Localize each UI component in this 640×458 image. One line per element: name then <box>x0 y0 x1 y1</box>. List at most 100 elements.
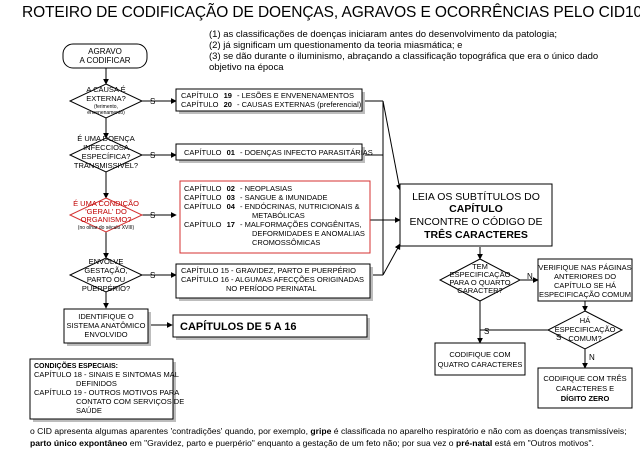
special-heading: CONDIÇÕES ESPECIAIS: <box>34 361 118 370</box>
box1-chapter-text-1: - LESÕES E ENVENENAMENTOS <box>237 91 354 100</box>
box-verify-previous-pages: VERIFIQUE NAS PÁGINAS ANTERIORES DO CAPÍ… <box>537 258 633 302</box>
box1-row-1: CAPÍTULO 19 - LESÕES E ENVENENAMENTOS <box>181 91 354 100</box>
box-special-conditions: CONDIÇÕES ESPECIAIS: CAPÍTULO 18 - SINAI… <box>29 358 184 422</box>
decision-general-condition: É UMA CONDIÇÃO 'GERAL' DO ORGANISMO? (no… <box>68 197 155 233</box>
note-line-4: objetivo na época <box>209 62 284 73</box>
chapters-5-16-label: CAPÍTULOS DE 5 A 16 <box>180 320 297 333</box>
d6-no-label: N <box>589 353 595 362</box>
box3-row-7: CROMOSSÔMICAS <box>252 238 320 247</box>
box3-row-2: CAPÍTULO 03 - SANGUE & IMUNIDADE <box>184 193 328 202</box>
box-chapters-5-16: CAPÍTULOS DE 5 A 16 <box>172 314 370 340</box>
code4-line-2: QUATRO CARACTERES <box>438 360 523 369</box>
d6-line-1: HÁ <box>580 316 590 325</box>
box3-chapter-text-3: - ENDÓCRINAS, NUTRICIONAIS & <box>240 202 360 211</box>
box1-chapter-number-2: 20 <box>224 100 232 109</box>
box3-row-1: CAPÍTULO 02 - NEOPLASIAS <box>184 184 292 193</box>
note-line-1: (1) as classificações de doenças iniciar… <box>209 29 558 40</box>
verify-line-4: ESPECIFICAÇÃO COMUM <box>539 290 631 299</box>
code3-line-2: CARACTERES E <box>556 384 614 393</box>
box-infectious: CAPÍTULO 01 - DOENÇAS INFECTO PARASITÁRI… <box>175 143 373 163</box>
d3-line-2: 'GERAL' DO <box>85 207 127 216</box>
main-line-2: CAPÍTULO <box>449 202 503 215</box>
d4-line-1: ENVOLVE <box>89 257 124 266</box>
d3-line-3: ORGANISMO? <box>81 215 132 224</box>
verify-line-3: CAPÍTULO SE HÁ <box>554 281 616 290</box>
note-line-3: (3) se dão durante o iluminismo, abraçan… <box>209 51 599 62</box>
box3-chapter-number-1: 02 <box>227 184 235 193</box>
d4-line-4: PUERPÉRIO? <box>82 284 130 293</box>
box3-chapter-text-1: - NEOPLASIAS <box>240 184 292 193</box>
footer-a3: é classificada no aparelho respiratório … <box>333 426 627 436</box>
anatomic-line-1: IDENTIFIQUE O <box>78 312 134 321</box>
d1-yes-label: S <box>150 97 155 106</box>
d2-yes-label: S <box>150 151 155 160</box>
decision-external-cause: A CAUSA É EXTERNA? (ferimento, envenenam… <box>68 83 155 119</box>
footer-line-1: o CID apresenta algumas aparentes 'contr… <box>30 426 627 437</box>
box1-chapter-text-2: - CAUSAS EXTERNAS (preferencial) <box>237 100 362 109</box>
anatomic-line-2: SISTEMA ANATÔMICO <box>66 321 145 330</box>
footer-a1: o CID apresenta algumas aparentes 'contr… <box>30 426 308 436</box>
d4-line-3: PARTO OU <box>87 275 125 284</box>
box-code-three-characters: CODIFIQUE COM TRÊS CARACTERES E DÍGITO Z… <box>537 367 633 409</box>
box4-row-1: CAPÍTULO 15 - GRAVIDEZ, PARTO E PUERPÉRI… <box>181 266 356 275</box>
box-general-conditions: CAPÍTULO 02 - NEOPLASIAS CAPÍTULO 03 - S… <box>179 180 371 254</box>
verify-line-1: VERIFIQUE NAS PÁGINAS <box>538 263 631 272</box>
box3-row-3: CAPÍTULO 04 - ENDÓCRINAS, NUTRICIONAIS & <box>184 202 360 211</box>
code3-line-1: CODIFIQUE COM TRÊS <box>543 374 626 383</box>
box4-row-3: NO PERÍODO PERINATAL <box>226 284 317 293</box>
code4-line-1: CODIFIQUE COM <box>449 350 510 359</box>
box3-chapter-word-1: CAPÍTULO <box>184 184 222 193</box>
main-line-1: LEIA OS SUBTÍTULOS DO <box>412 190 540 203</box>
d1-sub-2: envenenamento) <box>87 110 125 116</box>
box3-row-5: CAPÍTULO 17 - MALFORMAÇÕES CONGÊNITAS, <box>184 220 362 229</box>
footer-parto: parto único expontâneo <box>30 438 128 448</box>
main-line-4: TRÊS CARACTERES <box>424 228 528 241</box>
d6-line-2: ESPECIFICAÇÃO <box>555 325 616 334</box>
box3-chapter-text-4: - MALFORMAÇÕES CONGÊNITAS, <box>240 220 362 229</box>
d5-line-4: CARACTER? <box>457 286 502 295</box>
box2-chapter-word: CAPÍTULO <box>184 148 222 157</box>
d5-no-label: N <box>527 272 533 281</box>
d4-yes-label: S <box>150 271 155 280</box>
d3-line-1: É UMA CONDIÇÃO <box>73 199 139 208</box>
d2-line-2: INFECCIOSA <box>83 143 129 152</box>
special-line-1: CAPÍTULO 18 - SINAIS E SINTOMAS MAL <box>34 370 179 379</box>
connectors <box>103 68 588 369</box>
box2-chapter-number: 01 <box>227 148 235 157</box>
d3-sub: (no olhar do século XVIII) <box>78 225 135 231</box>
box2-row-1: CAPÍTULO 01 - DOENÇAS INFECTO PARASITÁRI… <box>184 148 373 157</box>
box-code-four-characters: CODIFIQUE COM QUATRO CARACTERES <box>434 342 526 376</box>
footer-gripe: gripe <box>310 426 332 436</box>
d6-line-3: COMUM? <box>568 334 601 343</box>
box3-chapter-word-2: CAPÍTULO <box>184 193 222 202</box>
verify-line-2: ANTERIORES DO <box>554 272 616 281</box>
decision-fourth-character: TEM ESPECIFICAÇÃO PARA O QUARTO CARACTER… <box>438 258 533 336</box>
d2-line-3: ESPECÍFICA? <box>82 152 131 161</box>
d6-yes-label: S <box>556 333 561 342</box>
footer-b2: em "Gravidez, parto e puerpério" enquant… <box>129 438 454 448</box>
decision-infectious: É UMA DOENÇA INFECCIOSA ESPECÍFICA? TRAN… <box>68 134 155 173</box>
box3-chapter-word-4: CAPÍTULO <box>184 220 222 229</box>
box1-chapter-word-2: CAPÍTULO <box>181 100 219 109</box>
note-line-2: (2) já significam um questionamento da t… <box>209 40 463 51</box>
start-line-2: A CODIFICAR <box>79 56 130 65</box>
d5-line-1: TEM <box>472 262 488 271</box>
page-title: ROTEIRO DE CODIFICAÇÃO DE DOENÇAS, AGRAV… <box>22 4 640 21</box>
footer-line-2: parto único expontâneo em "Gravidez, par… <box>30 438 594 449</box>
d1-sub-1: (ferimento, <box>94 104 118 110</box>
box1-row-2: CAPÍTULO 20 - CAUSAS EXTERNAS (preferenc… <box>181 100 362 109</box>
start-line-1: AGRAVO <box>88 47 122 56</box>
d5-yes-label: S <box>484 327 489 336</box>
d2-line-4: TRANSMISSIVEL? <box>74 161 138 170</box>
special-line-4: CONTATO COM SERVIÇOS DE <box>76 397 184 406</box>
special-line-2: DEFINIDOS <box>76 379 117 388</box>
start-box: AGRAVO A CODIFICAR <box>62 43 148 69</box>
box-anatomic-system: IDENTIFIQUE O SISTEMA ANATÔMICO ENVOLVID… <box>63 308 151 346</box>
d3-yes-label: S <box>150 211 155 220</box>
d1-line-1: A CAUSA É <box>86 85 125 94</box>
main-line-3: ENCONTRE O CÓDIGO DE <box>409 215 542 228</box>
box2-chapter-text: - DOENÇAS INFECTO PARASITÁRIAS <box>240 148 373 157</box>
d5-line-2: ESPECIFICAÇÃO <box>450 270 511 279</box>
